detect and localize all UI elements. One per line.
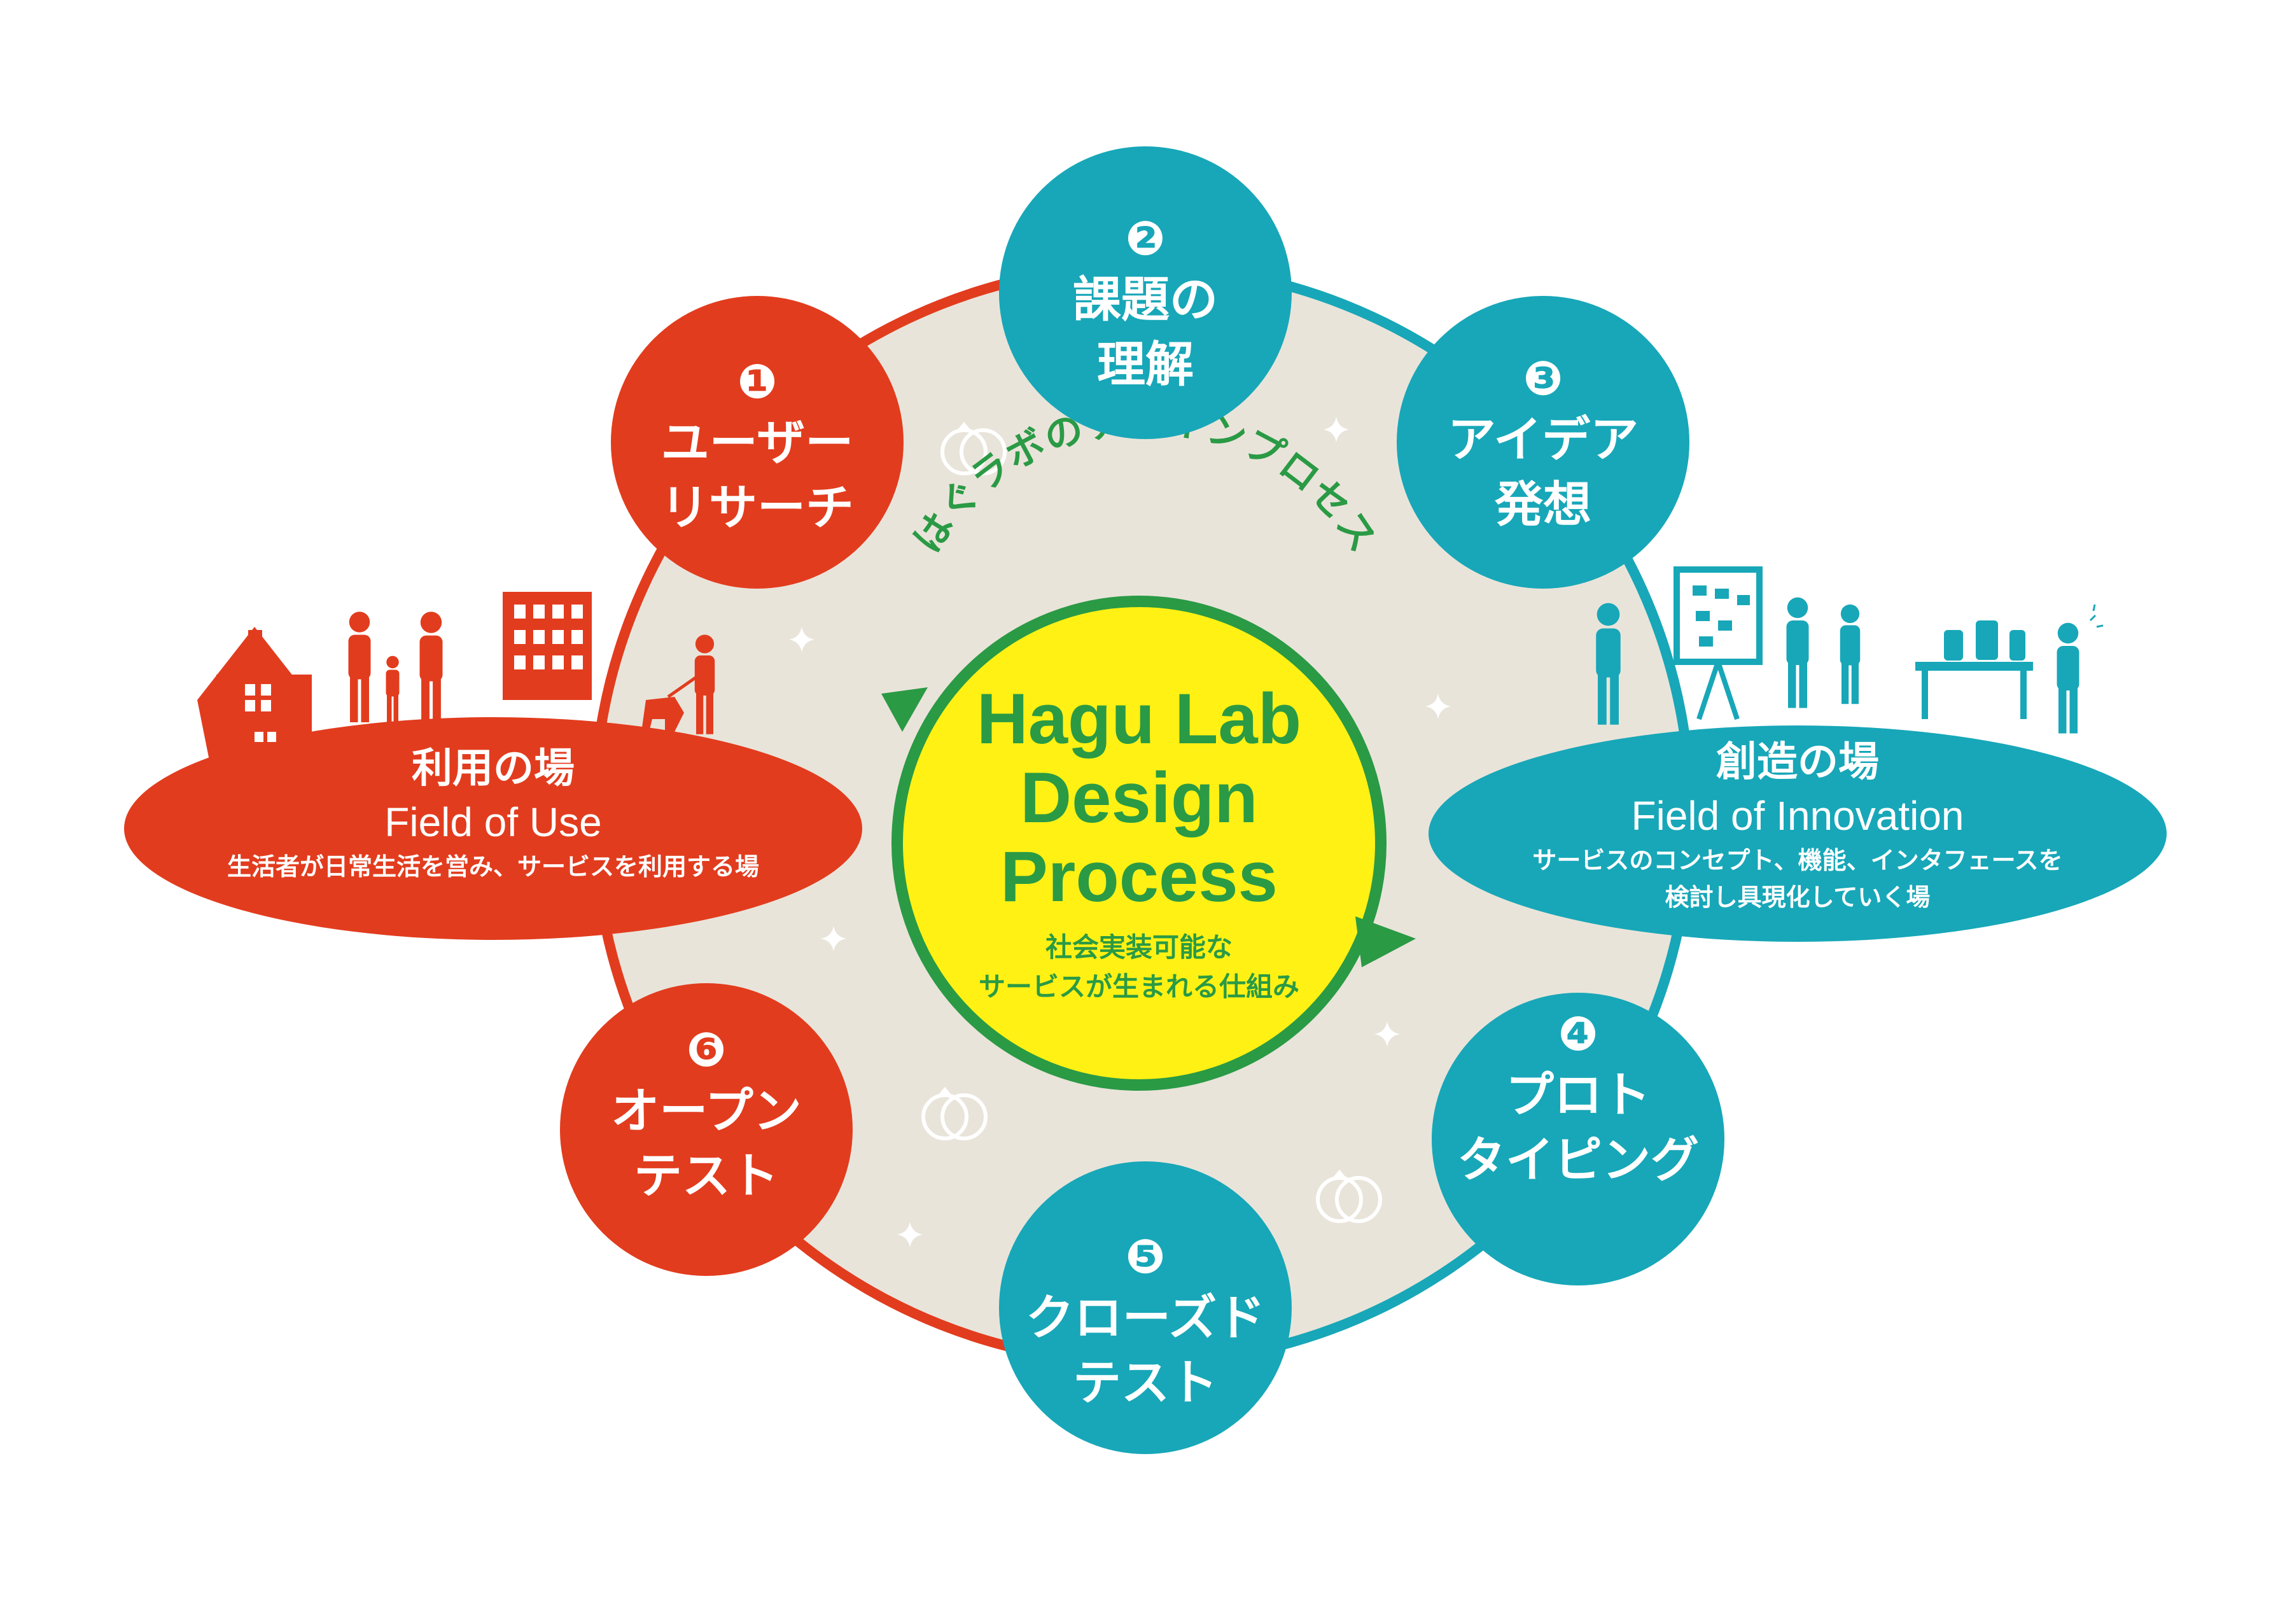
field-of-use-text: 利用の場 Field of Use 生活者が日常生活を営み、サービスを利用する場 <box>159 741 827 885</box>
step-1-number: ❶ <box>737 354 778 409</box>
field-of-use <box>124 592 862 940</box>
step-4-label: ❹ プロト タイピング <box>1432 1005 1724 1193</box>
step-1-label: ❶ ユーザー リサーチ <box>611 353 904 540</box>
arrow-left-icon <box>881 687 928 732</box>
innovation-silhouettes <box>1596 566 2104 734</box>
step-2-label: ❷ 課題の 理解 <box>999 210 1292 397</box>
dog-walker-icon <box>641 634 715 734</box>
team-icon <box>1786 597 1861 708</box>
idea-person-icon <box>2057 604 2104 734</box>
step-circle-4 <box>1432 993 1724 1285</box>
step-5-number: ❺ <box>1125 1229 1166 1284</box>
step-3-label: ❸ アイデア 発想 <box>1397 350 1689 537</box>
step-4-number: ❹ <box>1558 1007 1598 1061</box>
step-3-number: ❸ <box>1523 351 1563 406</box>
arrow-right-icon <box>1355 916 1416 967</box>
step-circles <box>560 146 1724 1454</box>
step-circle-6 <box>560 983 853 1276</box>
family-icon <box>348 612 443 725</box>
whiteboard-icon <box>1674 566 1763 720</box>
step-5-label: ❺ クローズド テスト <box>999 1228 1292 1415</box>
field-of-innovation-desc-2: 検討し具現化していく場 <box>1665 883 1931 911</box>
step-circle-3 <box>1397 296 1689 589</box>
step-6-label: ❻ オープン テスト <box>560 1021 853 1208</box>
field-of-innovation-title: 創造の場 <box>1716 739 1879 786</box>
center-subtitle: 社会実装可能な サービスが生まれる仕組み <box>978 932 1299 1002</box>
center-title: Hagu Lab Design Process <box>976 679 1302 916</box>
field-of-innovation-text: 創造の場 Field of Innovation サービスのコンセプト、機能、イ… <box>1457 735 2138 916</box>
step-6-number: ❻ <box>686 1023 727 1077</box>
field-of-innovation <box>1429 566 2167 942</box>
step-circle-5 <box>999 1161 1292 1454</box>
step-circle-2 <box>999 146 1292 439</box>
step-circle-1 <box>611 296 904 589</box>
field-of-use-en: Field of Use <box>384 799 602 845</box>
field-of-innovation-en: Field of Innovation <box>1631 793 1964 839</box>
use-silhouettes <box>197 592 715 764</box>
center-circle <box>881 596 1416 1091</box>
field-of-use-title: 利用の場 <box>412 745 575 792</box>
prototype-table-icon <box>1915 620 2033 719</box>
field-of-use-desc: 生活者が日常生活を営み、サービスを利用する場 <box>227 853 759 881</box>
field-of-innovation-desc-1: サービスのコンセプト、機能、インタフェースを <box>1532 846 2063 874</box>
step-2-number: ❷ <box>1125 211 1166 266</box>
